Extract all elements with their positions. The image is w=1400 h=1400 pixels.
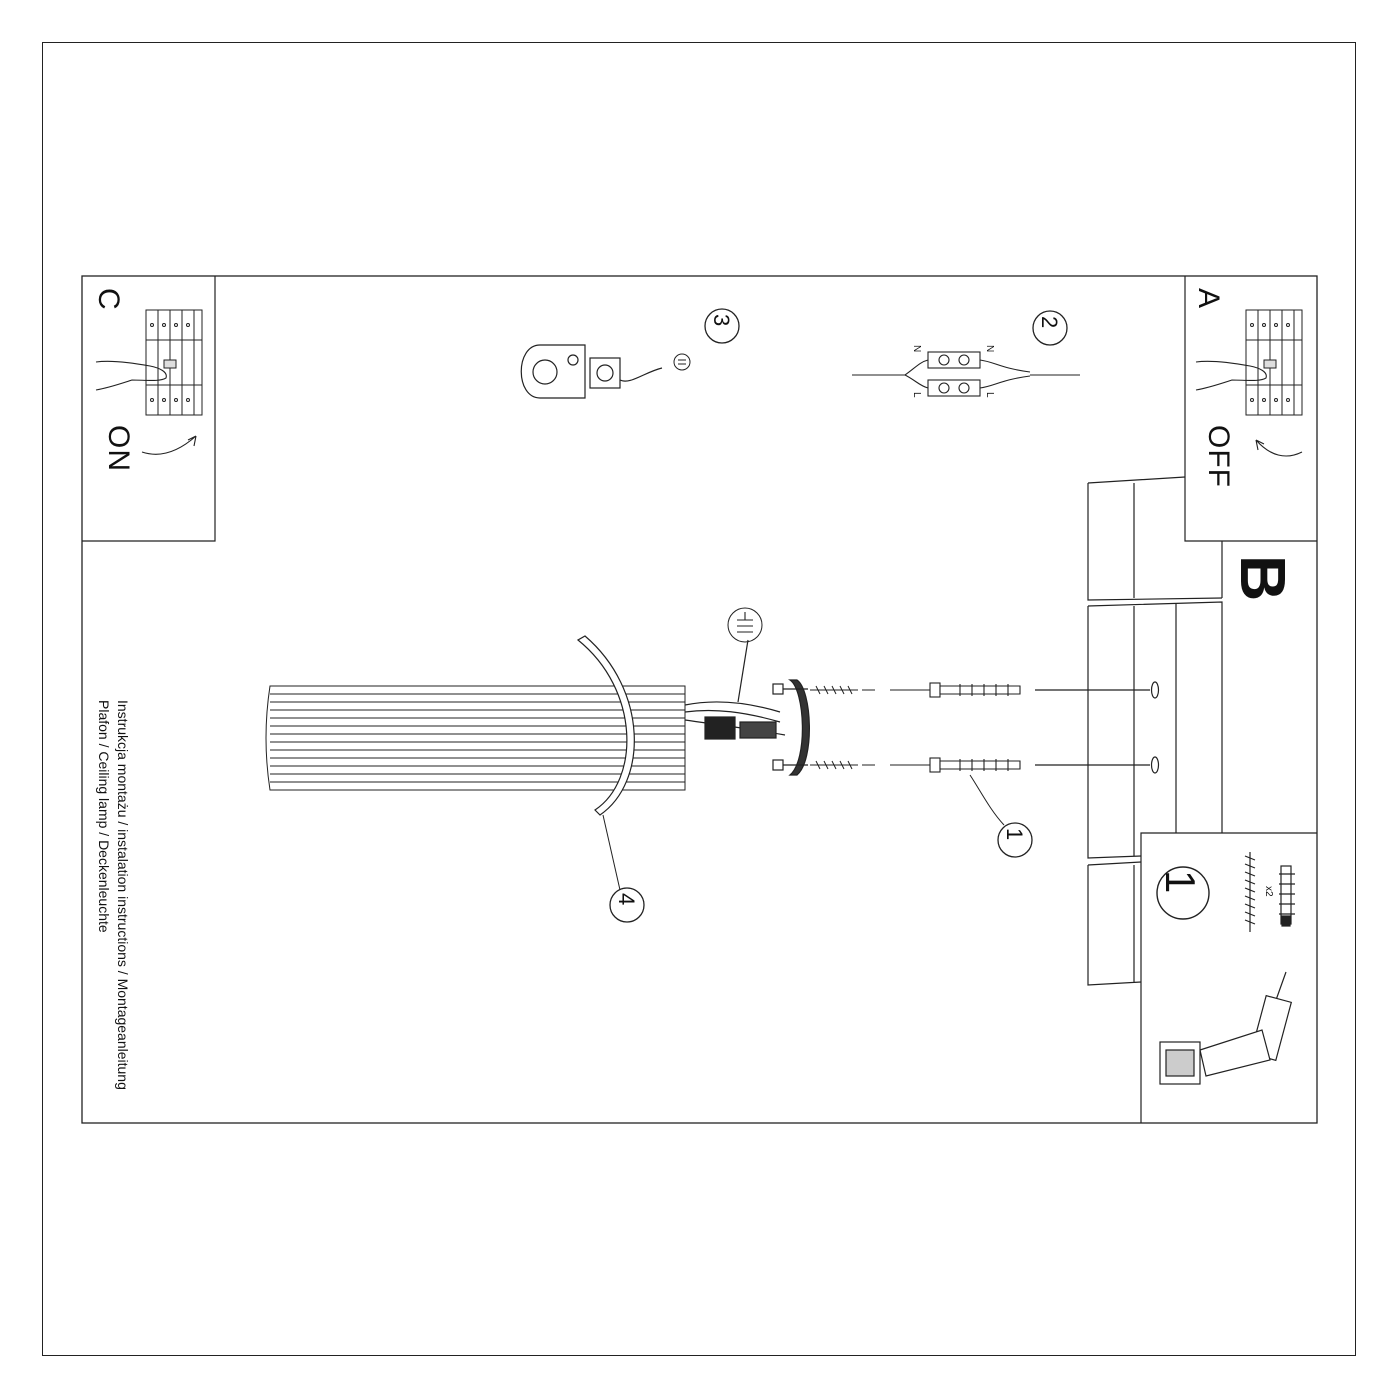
terminal-l-right: L — [984, 392, 995, 398]
step-4-label: 4 — [614, 893, 639, 906]
panel-a-state: OFF — [1202, 425, 1235, 488]
ground-small-circle — [673, 353, 691, 371]
panel-kit — [1140, 832, 1317, 1123]
leader-step-1 — [969, 774, 1005, 826]
page-border — [42, 42, 1356, 1356]
panel-a-letter: A — [1192, 288, 1225, 309]
lamp-wiring — [684, 639, 786, 740]
lamp-ring — [576, 635, 635, 816]
hand-a-icon — [1195, 360, 1267, 391]
step-2-circle — [1032, 310, 1068, 346]
screw-kit-icon — [1244, 852, 1256, 932]
mounting-plate — [772, 679, 810, 776]
panel-c — [82, 276, 216, 542]
arrow-a-icon — [1255, 439, 1303, 457]
lamp-cylinder — [265, 685, 686, 791]
panel-a — [1184, 276, 1317, 542]
caption-line2: Plafon / Ceiling lamp / Deckenleuchte — [96, 700, 112, 933]
drill-icon — [1159, 971, 1293, 1085]
wall-plug-upper — [890, 682, 1021, 698]
step-1-circle — [997, 822, 1033, 858]
hand-c-icon — [95, 360, 167, 391]
ground-symbol-circle — [727, 607, 763, 643]
terminal-n-right: N — [984, 345, 995, 353]
ground-small-icon — [678, 359, 686, 365]
panel-c-state: ON — [102, 425, 135, 472]
kit-step-circle — [1156, 866, 1210, 920]
leader-step-4 — [602, 814, 621, 891]
screw-lower — [810, 760, 875, 770]
terminal-n-left: N — [911, 345, 922, 353]
kit-step-label: 1 — [1157, 870, 1204, 894]
sheet-border — [81, 275, 1318, 1124]
ground-terminal-icon — [520, 344, 663, 399]
wall-plug-kit-icon — [1279, 865, 1295, 927]
breaker-c-icon — [145, 309, 203, 416]
breaker-a-icon — [1245, 309, 1303, 416]
step-3-circle — [704, 308, 740, 344]
terminal-block-icon — [852, 351, 1080, 397]
kit-quantity: x2 — [1263, 886, 1274, 897]
step-1-label: 1 — [1002, 828, 1027, 841]
ground-icon — [737, 612, 753, 633]
panel-b-letter: B — [1227, 555, 1299, 602]
step-4-circle — [609, 887, 645, 923]
panel-c-letter: C — [92, 288, 125, 310]
arrow-c-icon — [141, 435, 197, 455]
wall-plug-lower — [890, 757, 1021, 773]
caption-line1: Instrukcja montażu / instalation instruc… — [115, 700, 131, 1090]
screw-upper — [810, 685, 875, 695]
ceiling-panels — [1035, 476, 1223, 986]
step-3-label: 3 — [709, 314, 734, 327]
step-2-label: 2 — [1037, 316, 1062, 329]
terminal-l-left: L — [911, 392, 922, 398]
